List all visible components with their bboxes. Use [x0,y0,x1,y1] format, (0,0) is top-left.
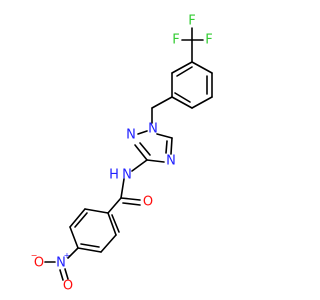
bond-n4-c3 [146,159,165,163]
bond-benzene-low-3-inner [80,243,100,248]
bond-c3-n2 [134,144,148,161]
bond-c-o-double-1 [120,197,141,201]
bond-benzene-top-1 [191,61,213,74]
positive-charge: + [64,251,71,260]
bond-c5-n4 [170,137,173,155]
bond-c-o-double-2 [122,202,141,206]
nitrogen-atom-triazole-1: N [148,122,158,137]
fluorine-atom-right: F [205,33,212,48]
bond-benzene-top-6-inner [176,66,193,77]
bond-c3-nh [131,159,148,172]
bond-benzene-low-4 [69,226,79,249]
oxygen-atom-nitro-bottom: O [63,279,73,294]
bond-ring-ch2 [151,96,173,109]
bond-benzene-low-6 [84,208,109,214]
bond-n-o-down-2 [64,268,69,280]
hydrogen-atom-amide: H [109,168,119,183]
bond-n2-n1 [137,130,148,135]
bond-nh-co [120,178,125,199]
structure-svg: F F F N N N N H O N + O − O [31,14,213,294]
bond-benzene-low-5-inner [74,212,88,228]
oxygen-atom-nitro-left: O [34,256,44,271]
fluorine-atom-left: F [172,33,179,48]
nitrogen-atom-amide: N [122,168,132,183]
bond-benzene-low-3 [77,247,102,253]
bond-benzene-low-2 [100,234,117,253]
bond-benzene-top-6 [171,61,193,74]
molecule-diagram: F F F N N N N H O N + O − O [31,14,213,294]
nitrogen-atom-triazole-4: N [166,154,176,169]
bond-benzene-top-4 [171,96,193,109]
negative-charge: − [31,251,38,260]
bond-benzene-top-4-inner [174,92,191,103]
bond-n1-c5 [156,133,173,139]
bond-benzene-low-1 [107,212,117,236]
bond-benzene-low-5 [69,208,86,228]
bond-c5-n4-inner [165,140,168,154]
bond-ring-nitro [67,247,79,259]
fluorine-atom-top: F [188,14,195,29]
bond-n-o-down-1 [59,269,64,281]
oxygen-atom-carbonyl: O [143,195,153,210]
bond-benzene-low-1-inner [111,214,120,233]
bond-benzene-top-3 [191,96,213,109]
bond-c3-n2-inner [139,142,151,156]
bond-co-ring [107,197,122,214]
nitrogen-atom-triazole-2: N [126,128,136,143]
nitrogen-atom-nitro: N [56,256,66,271]
